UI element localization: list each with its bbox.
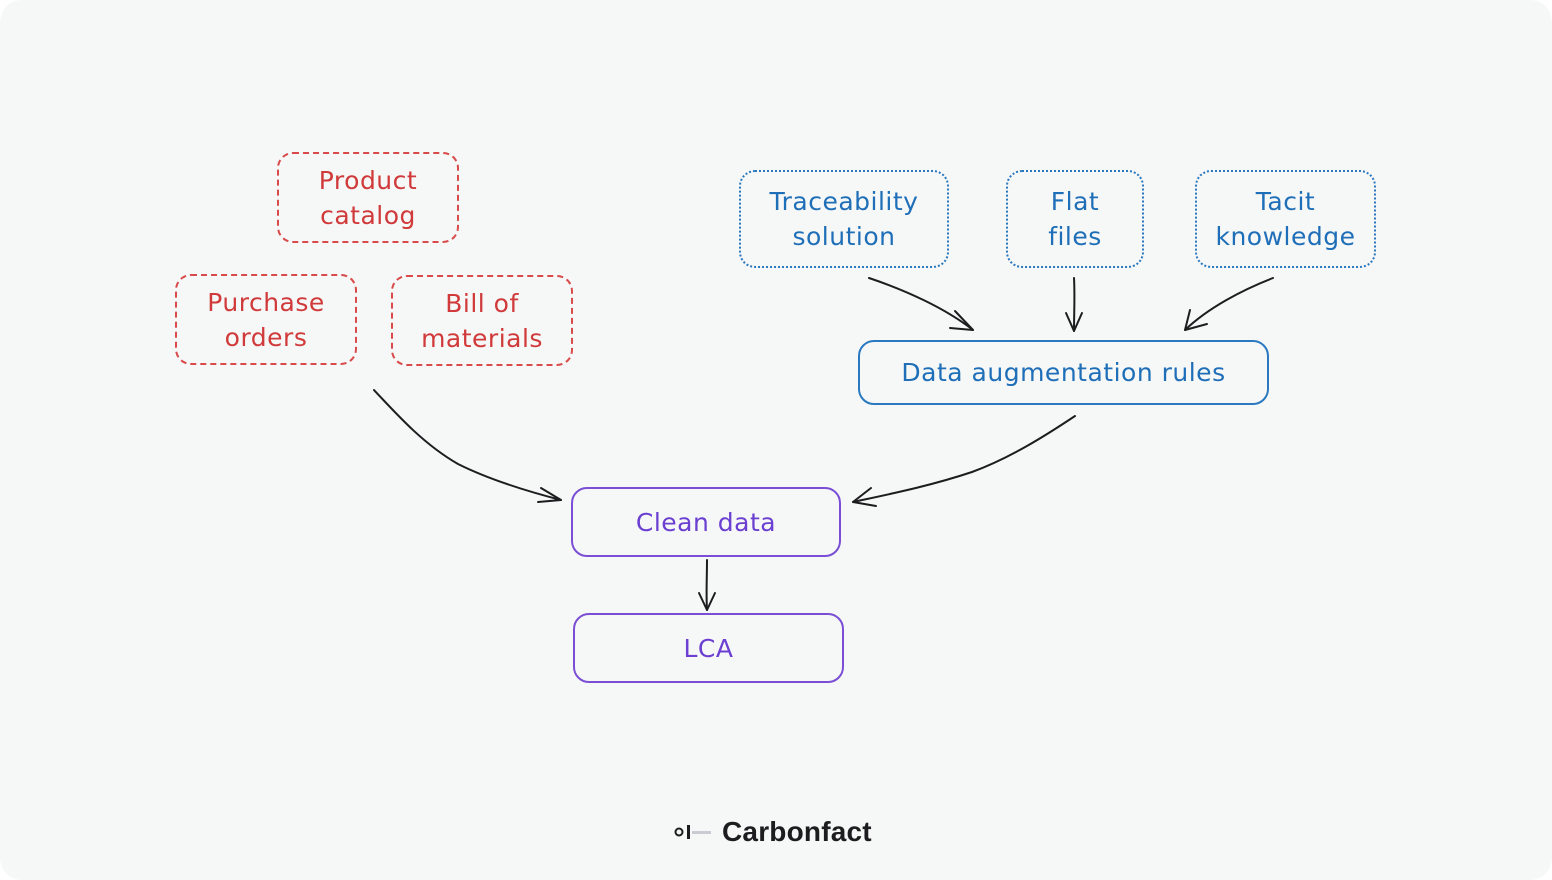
node-clean-data: Clean data	[571, 487, 841, 557]
node-lca: LCA	[573, 613, 844, 683]
brand-footer: Carbonfact	[672, 812, 872, 852]
node-data-augmentation-rules: Data augmentation rules	[858, 340, 1269, 405]
arrow-internal-to-clean-data	[373, 389, 562, 503]
node-bill-of-materials: Bill of materials	[391, 275, 573, 366]
brand-name: Carbonfact	[722, 816, 872, 847]
node-traceability-solution: Traceability solution	[739, 170, 949, 268]
node-data-augmentation-rules-label: Data augmentation rules	[901, 358, 1226, 387]
node-purchase-orders: Purchase orders	[175, 274, 357, 365]
node-flat-files: Flat files	[1006, 170, 1144, 268]
arrow-flat-files-to-augmentation	[1065, 277, 1083, 332]
node-traceability-solution-label: Traceability solution	[769, 187, 919, 251]
node-flat-files-label: Flat files	[1048, 187, 1102, 251]
carbonfact-logo-icon	[672, 822, 712, 842]
arrow-augmentation-to-clean-data	[852, 415, 1076, 507]
arrow-traceability-to-augmentation	[868, 277, 974, 331]
node-tacit-knowledge: Tacit knowledge	[1195, 170, 1376, 268]
node-product-catalog-label: Product catalog	[318, 165, 418, 230]
node-bill-of-materials-label: Bill of materials	[421, 288, 543, 353]
node-clean-data-label: Clean data	[635, 507, 777, 537]
node-lca-label: LCA	[683, 633, 734, 663]
arrow-clean-data-to-lca	[698, 559, 716, 611]
node-tacit-knowledge-label: Tacit knowledge	[1215, 187, 1356, 251]
node-product-catalog: Product catalog	[277, 152, 459, 243]
node-purchase-orders-label: Purchase orders	[207, 287, 325, 352]
arrow-tacit-to-augmentation	[1184, 277, 1274, 331]
